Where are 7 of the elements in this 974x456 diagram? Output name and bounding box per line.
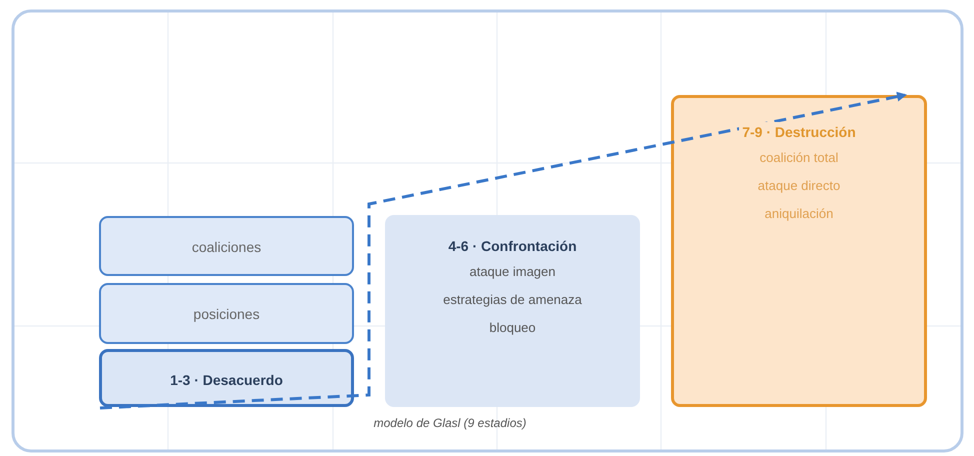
- stage-box: [671, 95, 927, 407]
- stage-box: [99, 349, 354, 407]
- level-box: [99, 216, 354, 276]
- stage-box: [385, 215, 640, 407]
- level-box: [99, 283, 354, 344]
- caption: modelo de Glasl (9 estadios): [372, 416, 528, 430]
- dashed-arrow: [100, 92, 907, 410]
